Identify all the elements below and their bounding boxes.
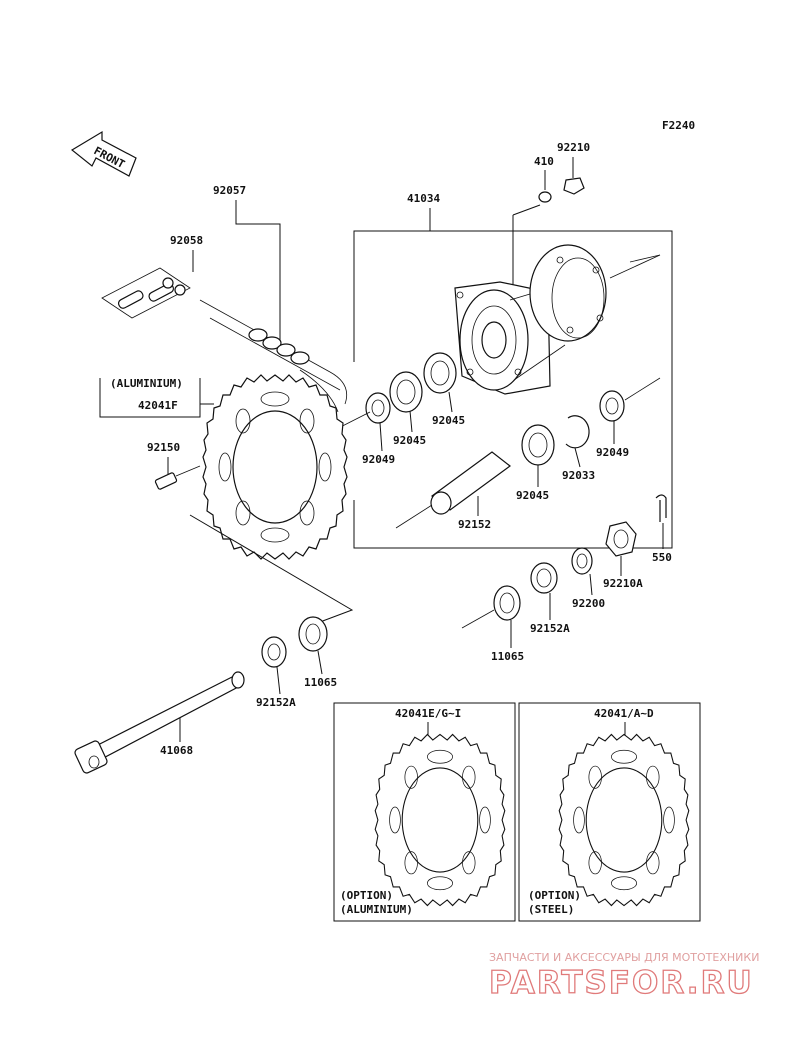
washer-410 <box>538 191 552 203</box>
label-92045-a: 92045 <box>432 414 465 427</box>
front-arrow-icon: FRONT <box>70 130 137 177</box>
label-92049-left: 92049 <box>362 453 395 466</box>
option-box-aluminium: 42041E/G~I (OPTION) (ALUMINIUM) <box>333 702 516 922</box>
option-material-1: (ALUMINIUM) <box>340 903 413 916</box>
option-box-steel: 42041/A~D (OPTION) (STEEL) <box>518 702 701 922</box>
label-42041AD: 42041/A~D <box>594 707 654 720</box>
drive-chain <box>199 299 348 413</box>
label-92152A-left: 92152A <box>256 696 296 709</box>
seal-11065-right <box>493 585 521 621</box>
axle-41068 <box>74 671 245 774</box>
seal-92049-right <box>599 390 625 422</box>
spacer-92152 <box>430 451 511 515</box>
label-92045-b: 92045 <box>393 434 426 447</box>
label-92058: 92058 <box>170 234 203 247</box>
label-550: 550 <box>652 551 672 564</box>
option-material-2: (STEEL) <box>528 903 574 916</box>
aluminium-tag: (ALUMINIUM) <box>110 377 183 390</box>
label-92152: 92152 <box>458 518 491 531</box>
watermark-brand: PARTSFOR.RU <box>489 965 754 1001</box>
seal-11065-left <box>298 616 328 652</box>
label-92150: 92150 <box>147 441 180 454</box>
label-92152A-right: 92152A <box>530 622 570 635</box>
cotter-pin-550 <box>655 494 667 522</box>
seal-92049-left <box>365 392 391 424</box>
label-11065-right: 11065 <box>491 650 524 663</box>
bolt-92150 <box>154 465 201 490</box>
figure-code: F2240 <box>662 119 695 132</box>
label-92045-c: 92045 <box>516 489 549 502</box>
watermark-subtitle: ЗАПЧАСТИ И АКСЕССУАРЫ ДЛЯ МОТОТЕХНИКИ <box>489 951 759 964</box>
label-41068: 41068 <box>160 744 193 757</box>
washer-92200 <box>571 547 593 575</box>
bearing-92045-bottom <box>521 424 555 466</box>
nut-92210 <box>563 177 585 195</box>
bearing-92045-top <box>423 352 457 394</box>
rear-sprocket-42041F <box>202 374 348 560</box>
label-92210: 92210 <box>557 141 590 154</box>
label-92057: 92057 <box>213 184 246 197</box>
label-42041F: 42041F <box>138 399 178 412</box>
label-11065-left: 11065 <box>304 676 337 689</box>
bearing-92045-mid <box>389 371 423 413</box>
label-92210A: 92210A <box>603 577 643 590</box>
label-92033: 92033 <box>562 469 595 482</box>
label-42041EGI: 42041E/G~I <box>395 707 461 720</box>
option-label-1: (OPTION) <box>340 889 393 902</box>
label-92200: 92200 <box>572 597 605 610</box>
collar-92152A-right <box>530 562 558 594</box>
label-410: 410 <box>534 155 554 168</box>
master-link-parts <box>101 267 191 319</box>
collar-92152A-left <box>261 636 287 668</box>
nut-92210A <box>605 521 637 557</box>
option-label-2: (OPTION) <box>528 889 581 902</box>
label-92049-right: 92049 <box>596 446 629 459</box>
rear-hub <box>454 244 607 395</box>
label-41034: 41034 <box>407 192 440 205</box>
circlip-92033 <box>565 415 590 449</box>
